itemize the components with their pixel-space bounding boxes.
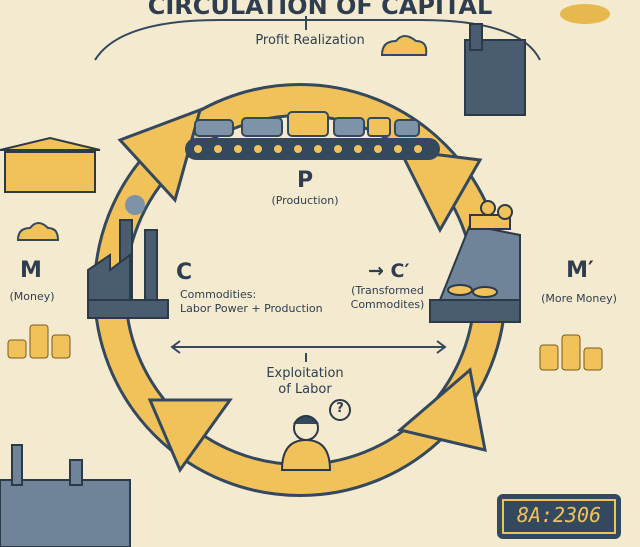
production-letter: P [296,168,314,193]
diagram-title: CIRCULATION OF CAPITAL [147,0,493,20]
more-money-caption: (More Money) [541,292,617,305]
exploitation-line1: Exploitation [266,366,344,381]
profit-realization-label: Profit Realization [255,33,365,48]
right-factory-icon [464,4,610,116]
coin-stacks-left [7,324,71,359]
exploitation-line2: of Labor [278,382,332,397]
money-caption: (Money) [9,290,55,303]
worker-question-bubble: ? [336,401,344,416]
transformed-letter: → C′ [368,260,410,282]
money-letter: M [20,258,42,283]
production-caption: (Production) [271,194,339,207]
coin-stacks-right [539,334,603,371]
arrow-head-bottom-right [396,367,487,452]
cloud-icon [16,35,428,241]
arrow-head-bottom-left [147,398,233,474]
digital-clock [497,494,621,539]
commodities-letter: C [176,260,193,285]
arrow-head-top-right [397,148,483,234]
transformed-line2: Commodites) [350,298,425,311]
commodities-line1: Commodities: [180,288,257,301]
bank-icon [0,136,101,193]
more-money-letter: M′ [566,258,594,283]
cash-register-icon [429,200,521,323]
transformed-line1: (Transformed [351,284,424,297]
factory-icon [87,195,169,319]
commodities-line2: Labor Power + Production [180,302,323,315]
double-arrow [170,340,447,362]
profit-arc [94,19,541,61]
clock-display: 8A:2306 [516,503,602,527]
bottom-left-industry [0,444,131,547]
worker-icon [280,399,351,471]
conveyor-belt [185,111,440,160]
